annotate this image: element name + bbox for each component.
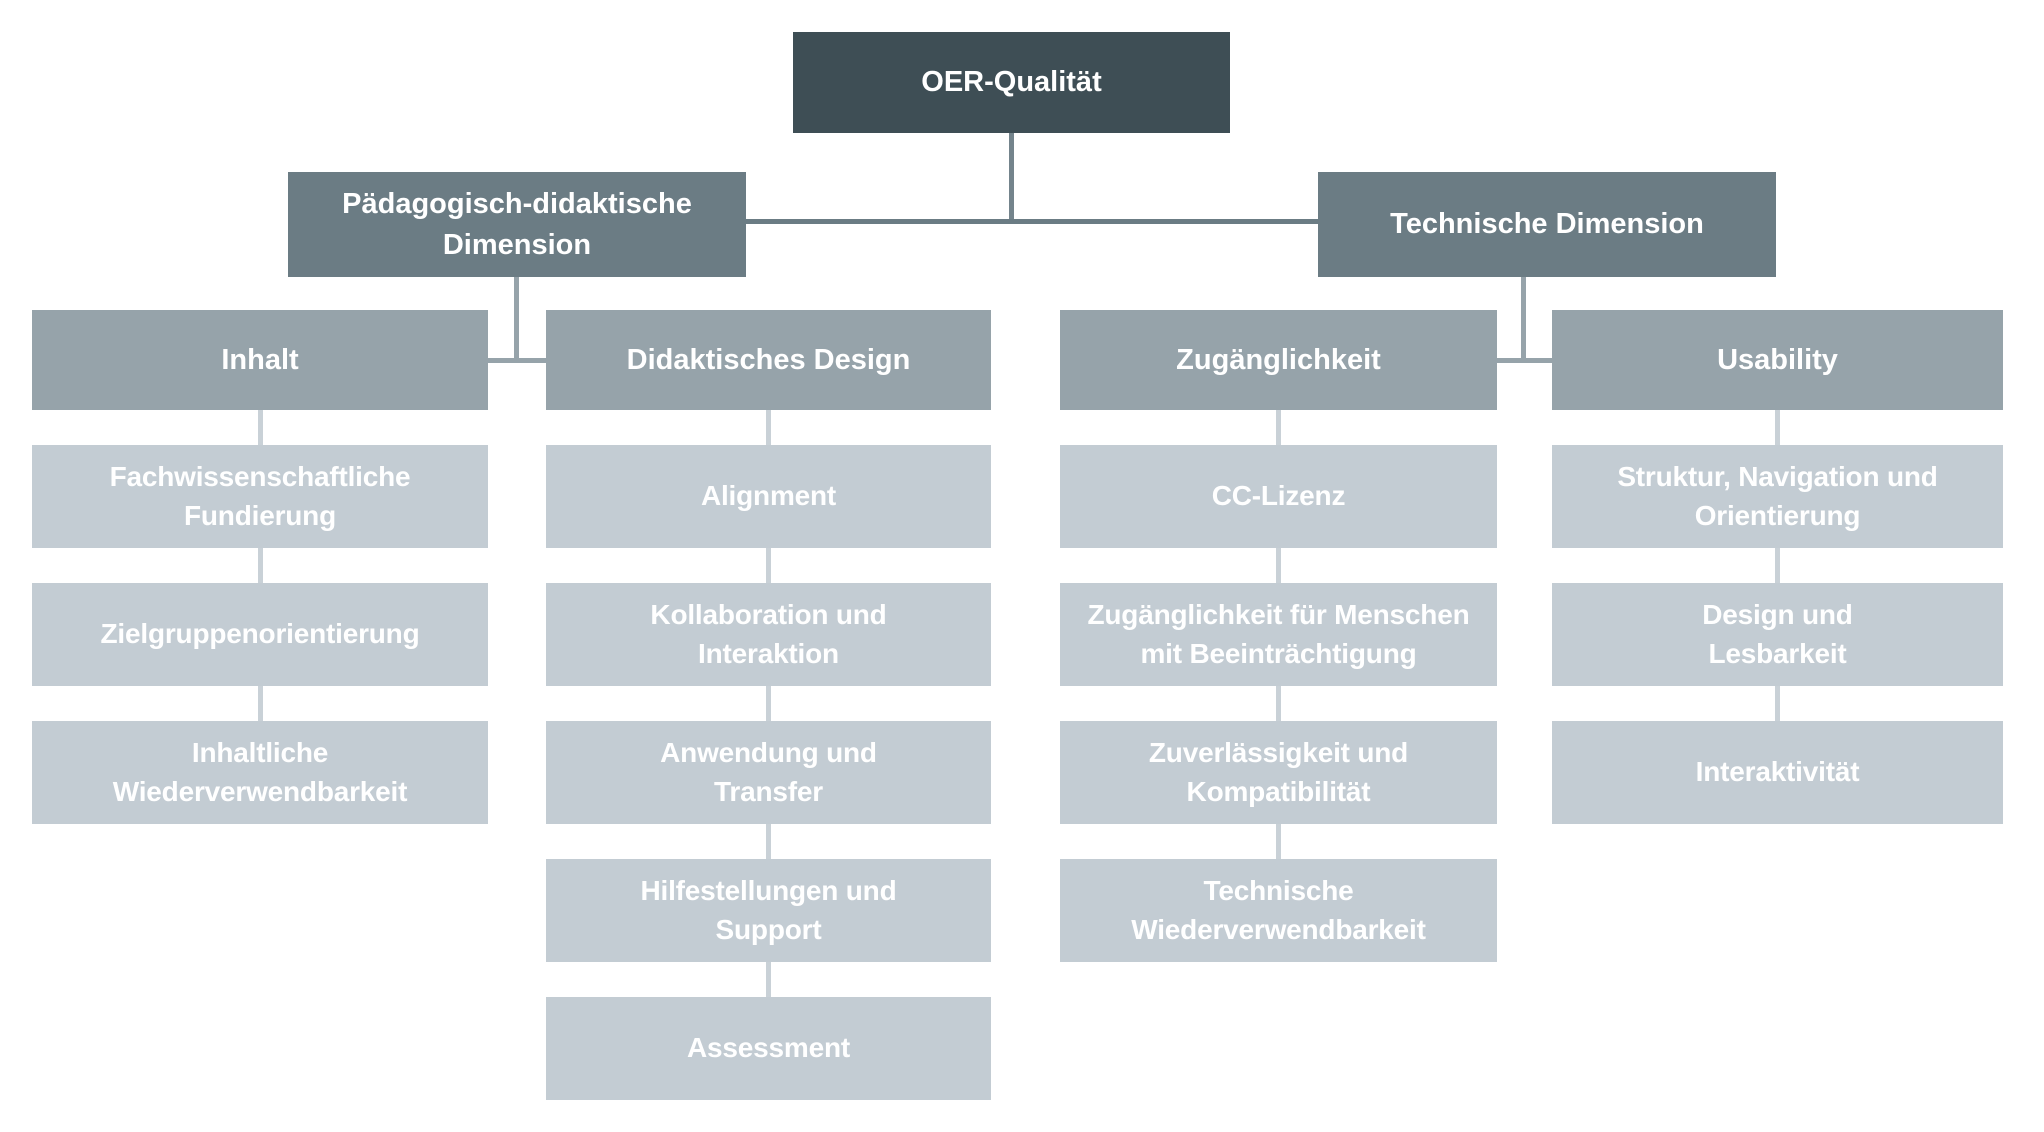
connector-col3-stub: [1276, 410, 1281, 445]
node-zuverlaessigkeit-und-kompatibilitaet: Zuverlässigkeit und Kompatibilität: [1060, 721, 1497, 824]
connector-branch-rail-left: [488, 358, 546, 363]
node-alignment: Alignment: [546, 445, 991, 548]
node-technische-dimension-label: Technische Dimension: [1390, 208, 1704, 241]
connector-col2-stub: [766, 686, 771, 721]
node-interaktivitaet: Interaktivität: [1552, 721, 2003, 824]
node-technische-dimension: Technische Dimension: [1318, 172, 1776, 277]
connector-branch-rail-right: [1496, 358, 1552, 363]
connector-col1-stub: [258, 410, 263, 445]
connector-dimension2-vertical: [1521, 277, 1526, 363]
node-oer-qualitaet: OER-Qualität: [793, 32, 1230, 133]
node-zuverlaessigkeit-und-kompatibilitaet-label: Zuverlässigkeit und Kompatibilität: [1148, 736, 1409, 807]
node-inhalt: Inhalt: [32, 310, 488, 410]
node-assessment-label: Assessment: [687, 1032, 850, 1064]
node-cc-lizenz-label: CC-Lizenz: [1211, 480, 1346, 512]
connector-col1-stub: [258, 548, 263, 583]
node-struktur-navigation-und-orientierung: Struktur, Navigation und Orientierung: [1552, 445, 2003, 548]
node-didaktisches-design-label: Didaktisches Design: [626, 343, 911, 376]
node-oer-qualitaet-label: OER-Qualität: [921, 66, 1102, 99]
node-zugaenglichkeit-label: Zugänglichkeit: [1176, 343, 1381, 376]
node-zielgruppenorientierung: Zielgruppenorientierung: [32, 583, 488, 686]
connector-col4-stub: [1775, 548, 1780, 583]
node-anwendung-und-transfer-label: Anwendung und Transfer: [660, 736, 877, 807]
connector-root-vertical: [1009, 133, 1014, 223]
node-interaktivitaet-label: Interaktivität: [1695, 756, 1860, 788]
node-zugaenglichkeit: Zugänglichkeit: [1060, 310, 1497, 410]
node-zugaenglichkeit-fuer-menschen-label: Zugänglichkeit für Menschen mit Beeinträ…: [1087, 598, 1470, 669]
node-paedagogisch-didaktische-dimension-label: Pädagogisch-didaktische Dimension: [342, 188, 692, 261]
connector-dimensions-rail: [746, 219, 1318, 224]
connector-col3-stub: [1276, 824, 1281, 859]
connector-col3-stub: [1276, 548, 1281, 583]
connector-col2-stub: [766, 962, 771, 997]
node-anwendung-und-transfer: Anwendung und Transfer: [546, 721, 991, 824]
node-inhaltliche-wiederverwendbarkeit-label: Inhaltliche Wiederverwendbarkeit: [112, 736, 408, 807]
node-technische-wiederverwendbarkeit-label: Technische Wiederverwendbarkeit: [1131, 874, 1426, 945]
connector-col2-stub: [766, 824, 771, 859]
node-kollaboration-und-interaktion: Kollaboration und Interaktion: [546, 583, 991, 686]
node-paedagogisch-didaktische-dimension: Pädagogisch-didaktische Dimension: [288, 172, 746, 277]
node-design-und-lesbarkeit-label: Design und Lesbarkeit: [1702, 598, 1853, 669]
node-zielgruppenorientierung-label: Zielgruppenorientierung: [100, 618, 420, 650]
node-design-und-lesbarkeit: Design und Lesbarkeit: [1552, 583, 2003, 686]
connector-col3-stub: [1276, 686, 1281, 721]
node-fachwissenschaftliche-fundierung-label: Fachwissenschaftliche Fundierung: [109, 460, 411, 531]
node-usability-label: Usability: [1717, 343, 1838, 376]
connector-dimension1-vertical: [514, 277, 519, 363]
connector-col2-stub: [766, 410, 771, 445]
connector-col4-stub: [1775, 410, 1780, 445]
node-alignment-label: Alignment: [700, 480, 837, 512]
connector-col2-stub: [766, 548, 771, 583]
node-hilfestellungen-und-support: Hilfestellungen und Support: [546, 859, 991, 962]
node-cc-lizenz: CC-Lizenz: [1060, 445, 1497, 548]
node-technische-wiederverwendbarkeit: Technische Wiederverwendbarkeit: [1060, 859, 1497, 962]
connector-col4-stub: [1775, 686, 1780, 721]
node-kollaboration-und-interaktion-label: Kollaboration und Interaktion: [650, 598, 887, 669]
node-inhaltliche-wiederverwendbarkeit: Inhaltliche Wiederverwendbarkeit: [32, 721, 488, 824]
connector-col1-stub: [258, 686, 263, 721]
node-usability: Usability: [1552, 310, 2003, 410]
node-hilfestellungen-und-support-label: Hilfestellungen und Support: [640, 874, 897, 945]
node-inhalt-label: Inhalt: [221, 343, 299, 376]
node-didaktisches-design: Didaktisches Design: [546, 310, 991, 410]
node-assessment: Assessment: [546, 997, 991, 1100]
node-struktur-navigation-und-orientierung-label: Struktur, Navigation und Orientierung: [1617, 460, 1938, 531]
node-fachwissenschaftliche-fundierung: Fachwissenschaftliche Fundierung: [32, 445, 488, 548]
node-zugaenglichkeit-fuer-menschen: Zugänglichkeit für Menschen mit Beeinträ…: [1060, 583, 1497, 686]
